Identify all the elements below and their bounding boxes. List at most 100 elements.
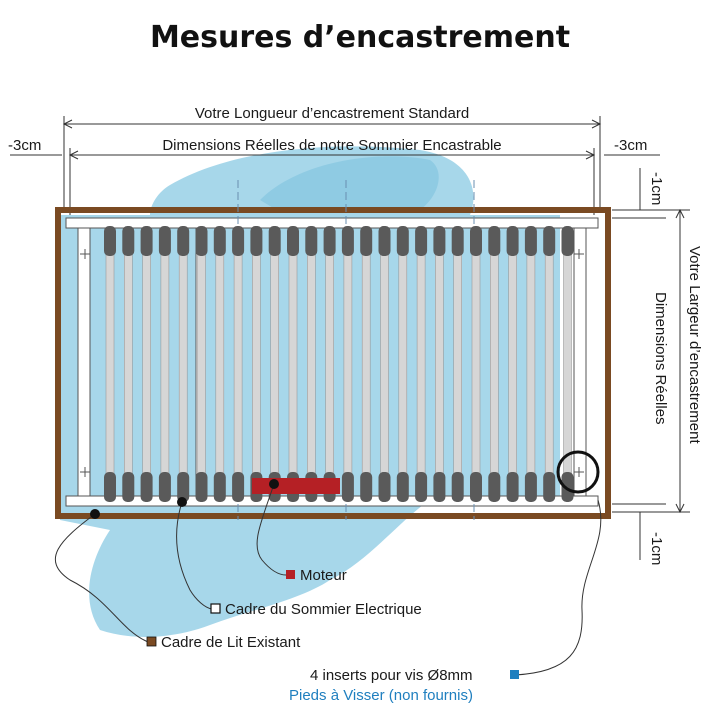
slat-cap-top xyxy=(305,226,318,256)
slat xyxy=(158,226,171,502)
slat-cap-top xyxy=(158,226,171,256)
standard-length-label: Votre Longueur d’encastrement Standard xyxy=(195,105,469,122)
slat xyxy=(287,226,299,502)
slat-cap-top xyxy=(195,226,208,256)
slat xyxy=(451,226,464,502)
slat-body xyxy=(343,235,353,487)
slat-body xyxy=(544,235,554,487)
slat-cap-top xyxy=(433,226,446,256)
slat-cap-bottom xyxy=(122,472,135,502)
slat-body xyxy=(233,235,243,487)
slat xyxy=(195,226,208,502)
motor-point xyxy=(269,479,279,489)
slat-body xyxy=(306,235,316,487)
slat-cap-top xyxy=(378,226,391,256)
slat xyxy=(177,226,190,502)
slat-body xyxy=(160,235,170,487)
top-offset-label: -1cm xyxy=(648,172,665,205)
slat-cap-bottom xyxy=(433,472,446,502)
slat xyxy=(524,226,537,502)
slat-cap-top xyxy=(415,226,428,256)
slat-body xyxy=(398,235,408,487)
slat-body xyxy=(325,235,334,487)
slat-cap-bottom xyxy=(360,472,373,502)
slat-body xyxy=(105,235,115,487)
real-dimensions-line xyxy=(10,148,660,215)
page-title: Mesures d’encastrement xyxy=(149,20,571,55)
bottom-offset-label: -1cm xyxy=(648,532,665,565)
slat xyxy=(250,226,263,502)
slat-cap-bottom xyxy=(104,472,116,502)
slat-cap-top xyxy=(543,226,556,256)
slat-cap-top xyxy=(470,226,482,256)
slat-body xyxy=(380,235,389,487)
slat xyxy=(104,226,116,502)
slat xyxy=(341,226,354,502)
slat-cap-top xyxy=(524,226,537,256)
slat-cap-bottom xyxy=(506,472,519,502)
standard-width-label: Votre Largeur d’encastrement xyxy=(686,246,703,444)
existing-frame-label: Cadre de Lit Existant xyxy=(161,634,301,651)
slat-body xyxy=(215,235,225,487)
slat-cap-bottom xyxy=(213,472,226,502)
slat-body xyxy=(178,235,188,487)
slat-cap-top xyxy=(396,226,409,256)
slat-cap-top xyxy=(213,226,226,256)
slat-body xyxy=(124,235,133,487)
slat-cap-bottom xyxy=(470,472,482,502)
slat-cap-bottom xyxy=(396,472,409,502)
slat-cap-bottom xyxy=(543,472,556,502)
slat-cap-bottom xyxy=(488,472,501,502)
slat-cap-top xyxy=(323,226,336,256)
motor xyxy=(252,478,340,494)
slat-cap-bottom xyxy=(232,472,245,502)
slat-body xyxy=(270,235,280,487)
slat-cap-top xyxy=(140,226,153,256)
slat-cap-top xyxy=(561,226,574,256)
electric-frame-marker xyxy=(210,603,221,614)
right-offset-label: -3cm xyxy=(614,137,647,154)
slat-body xyxy=(471,235,481,487)
slat xyxy=(506,226,519,502)
slat-cap-bottom xyxy=(415,472,428,502)
motor-label: Moteur xyxy=(300,567,347,584)
slat-cap-top xyxy=(250,226,263,256)
background-splash-top xyxy=(260,156,439,212)
slat-body xyxy=(252,235,261,487)
slat-cap-bottom xyxy=(341,472,354,502)
motor-marker xyxy=(286,570,295,579)
slat xyxy=(122,226,135,502)
slat-cap-bottom xyxy=(378,472,391,502)
slat-body xyxy=(489,235,499,487)
electric-frame-label: Cadre du Sommier Electrique xyxy=(225,601,422,618)
slat-cap-top xyxy=(287,226,299,256)
slat-cap-top xyxy=(122,226,135,256)
insert-markers xyxy=(80,249,584,477)
real-dimensions-label: Dimensions Réelles de notre Sommier Enca… xyxy=(162,137,501,154)
slat-body xyxy=(508,235,517,487)
slat-body xyxy=(435,235,444,487)
feet-label: Pieds à Visser (non fournis) xyxy=(289,687,473,704)
slat-body xyxy=(416,235,426,487)
slat xyxy=(378,226,391,502)
slat-body xyxy=(142,235,151,487)
insert-highlight-circle xyxy=(556,450,600,494)
standard-length-dimension xyxy=(62,116,602,210)
slat-cap-bottom xyxy=(140,472,153,502)
slat-body xyxy=(526,235,536,487)
slat-body xyxy=(563,235,572,487)
slat xyxy=(323,226,336,502)
slat xyxy=(415,226,428,502)
existing-frame-marker xyxy=(146,636,157,647)
slat-body xyxy=(361,235,371,487)
slat-cap-top xyxy=(488,226,501,256)
slat-cap-bottom xyxy=(158,472,171,502)
slat xyxy=(433,226,446,502)
inserts-marker xyxy=(510,670,519,679)
slat-cap-bottom xyxy=(451,472,464,502)
width-dimension-lines xyxy=(612,168,690,560)
slat xyxy=(396,226,409,502)
slat-cap-bottom xyxy=(561,472,574,502)
slat xyxy=(561,226,574,502)
